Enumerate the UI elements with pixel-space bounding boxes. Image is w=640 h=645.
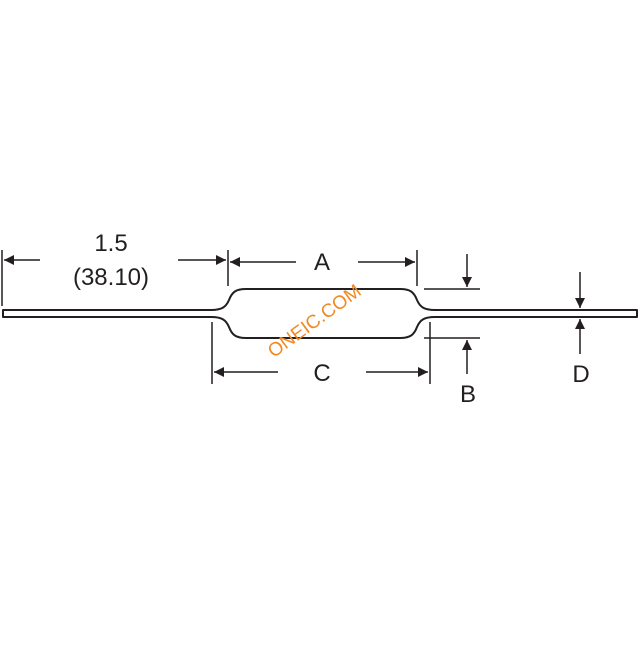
dimension-b-label: B	[460, 381, 476, 408]
lead-length-mm-label: (38.10)	[73, 264, 149, 291]
dimension-c-label: C	[313, 360, 330, 387]
body-diameter-dimension-b: B	[424, 254, 480, 408]
lead-length-dimension: 1.5 (38.10)	[1, 230, 229, 306]
lead-length-label: 1.5	[94, 230, 127, 257]
body-overall-dimension-c: C	[211, 322, 431, 387]
lead-diameter-dimension-d: D	[572, 272, 590, 388]
watermark-text: ONEIC.COM	[264, 281, 365, 363]
dimension-a-label: A	[314, 249, 330, 276]
body-length-dimension-a: A	[230, 249, 418, 286]
dimension-d-label: D	[572, 361, 589, 388]
component-body-outline	[2, 288, 638, 339]
